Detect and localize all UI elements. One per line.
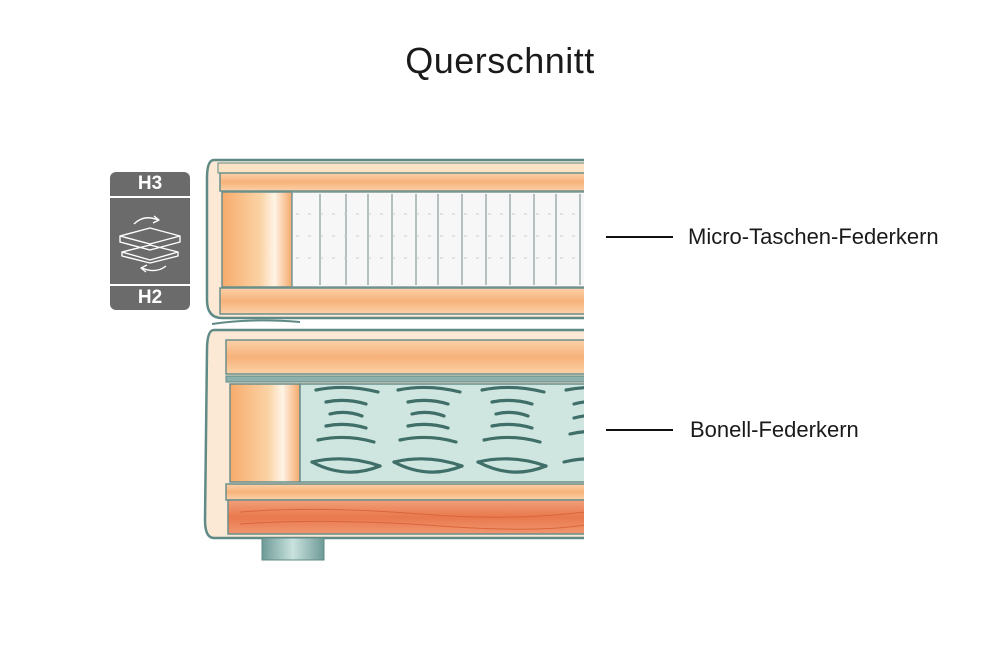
- label-bonell-federkern: Bonell-Federkern: [690, 417, 859, 442]
- page-title: Querschnitt: [405, 40, 595, 81]
- label-micro-taschen-federkern: Micro-Taschen-Federkern: [688, 224, 939, 249]
- bed-leg: [261, 537, 325, 561]
- box-spring: [203, 319, 584, 540]
- firmness-badge: H3 H2: [110, 172, 190, 310]
- flip-mattress-icon: [119, 215, 181, 273]
- pocket-springs: [319, 194, 581, 285]
- firmness-h2-label: H2: [110, 286, 190, 310]
- upper-mattress: [205, 158, 584, 320]
- bonnell-springs: [310, 385, 584, 474]
- badge-icon-panel: [110, 198, 190, 284]
- firmness-h3-label: H3: [110, 172, 190, 196]
